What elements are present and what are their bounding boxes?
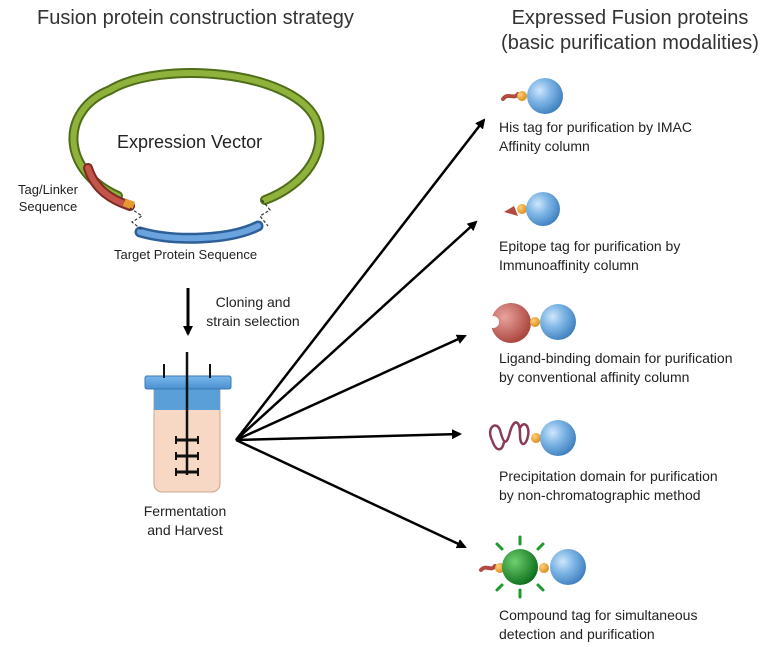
precipitation-domain-label-line1: Precipitation domain for purification: [499, 468, 718, 484]
arrow-to-compound-tag: [235, 438, 467, 549]
arrow-to-precipitation-domain: [235, 429, 462, 442]
fermenter-icon: [144, 352, 232, 493]
precipitation-domain-label-line2: by non-chromatographic method: [499, 487, 701, 503]
epitope-tag-label-line1: Epitope tag for purification by: [499, 238, 681, 254]
fermentation-label-line1: Fermentation: [143, 503, 227, 519]
expression-vector-label: Expression Vector: [117, 132, 263, 152]
ligand-domain-label-line1: Ligand-binding domain for purification: [499, 350, 733, 366]
arrow-to-epitope-tag: [235, 220, 478, 441]
compound-tag-fusion-icon: [479, 535, 586, 599]
expression-vector-ring: [68, 68, 325, 205]
his-tag-fusion-icon: [501, 78, 563, 114]
target-protein-label: Target Protein Sequence: [114, 247, 258, 262]
ligand-binding-fusion-icon: [487, 303, 576, 343]
compound-tag-label-line1: Compound tag for simultaneous: [499, 607, 698, 623]
left-title: Fusion protein construction strategy: [37, 7, 354, 29]
cloning-label-line2: strain selection: [206, 313, 300, 329]
tag-linker-label-line1: Tag/Linker: [18, 182, 78, 197]
epitope-tag-fusion-icon: [504, 192, 560, 226]
right-title-line2: (basic purification modalities): [501, 32, 759, 54]
tag-linker-segment: [83, 163, 136, 211]
target-protein-segment: [134, 220, 264, 244]
cloning-label-line1: Cloning and: [215, 294, 291, 310]
his-tag-label-line2: Affinity column: [499, 138, 590, 154]
his-tag-label-line1: His tag for purification by IMAC: [499, 119, 692, 135]
tag-linker-label-line2: Sequence: [18, 199, 78, 214]
arrow-to-ligand-domain: [235, 334, 467, 442]
fermentation-label-line2: and Harvest: [147, 522, 223, 538]
ligation-junctions: [129, 199, 271, 231]
ligand-domain-label-line2: by conventional affinity column: [499, 369, 690, 385]
precipitation-domain-fusion-icon: [488, 420, 576, 456]
epitope-tag-label-line2: Immunoaffinity column: [499, 257, 639, 273]
output-arrows: [235, 118, 486, 549]
right-title-line1: Expressed Fusion proteins: [511, 7, 749, 29]
arrow-to-his-tag: [235, 118, 486, 441]
compound-tag-label-line2: detection and purification: [499, 626, 655, 642]
